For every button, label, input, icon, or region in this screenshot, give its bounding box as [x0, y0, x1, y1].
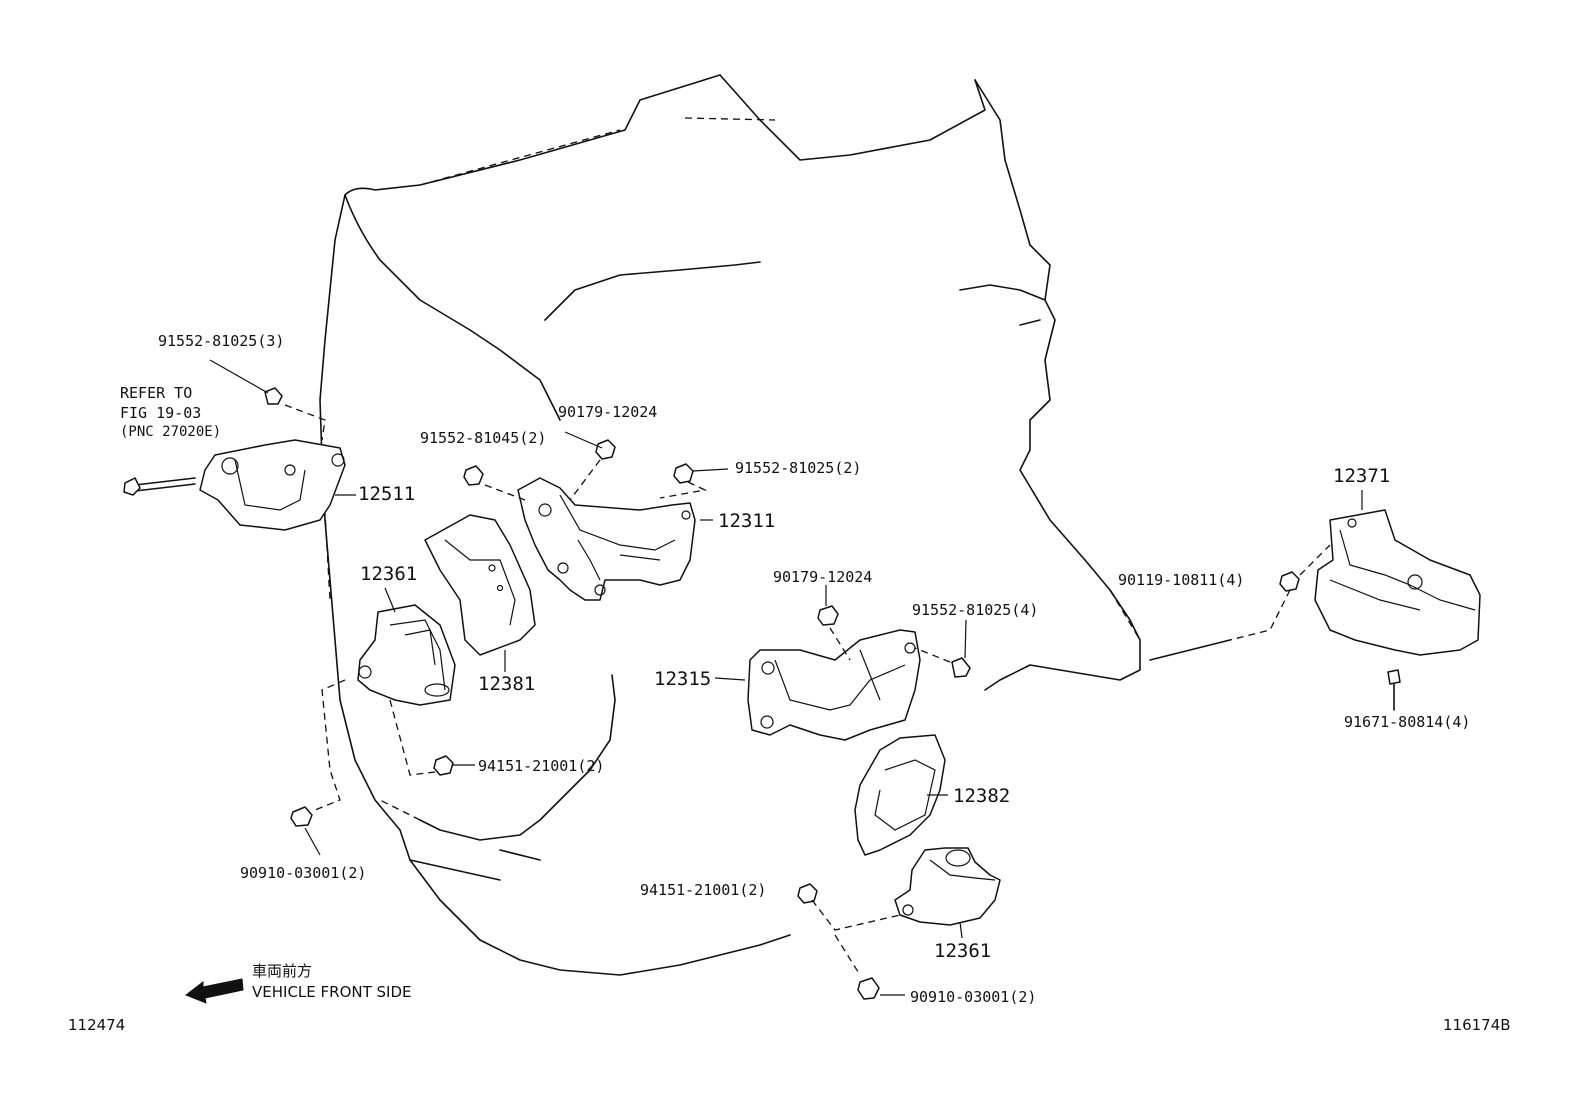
- label-90179-12024-mid: 90179-12024: [773, 568, 872, 586]
- bolt-91552-81025-2: [673, 463, 694, 484]
- direction-english: VEHICLE FRONT SIDE: [252, 983, 412, 1001]
- bolt-90119-10811: [1279, 571, 1300, 592]
- label-12511: 12511: [358, 483, 415, 505]
- label-12361-right: 12361: [934, 940, 991, 962]
- refer-note-line1: REFER TO: [120, 384, 192, 402]
- nut-90179-top: [595, 439, 616, 460]
- label-12382: 12382: [953, 785, 1010, 807]
- bracket-12311: [517, 477, 696, 601]
- bracket-12371: [1314, 509, 1481, 656]
- label-90910-03001-right: 90910-03001(2): [910, 988, 1036, 1006]
- label-90910-03001-left: 90910-03001(2): [240, 864, 366, 882]
- label-12311: 12311: [718, 510, 775, 532]
- mount-12361-right: [894, 847, 1001, 926]
- bolt-90910-right: [857, 977, 880, 1000]
- mount-12361-left: [357, 604, 456, 706]
- label-91671-80814-4: 91671-80814(4): [1344, 713, 1470, 731]
- bracket-12511: [199, 439, 346, 531]
- label-12315: 12315: [654, 668, 711, 690]
- direction-japanese: 車両前方: [252, 962, 312, 980]
- nut-94151-left: [433, 755, 454, 776]
- label-12361-left: 12361: [360, 563, 417, 585]
- bolt-91671-80814: [1387, 669, 1401, 711]
- nut-94151-right: [797, 883, 818, 904]
- bolt-91552-81025-3: [264, 387, 283, 405]
- footer-left-id: 112474: [68, 1016, 125, 1034]
- label-90179-12024-top: 90179-12024: [558, 403, 657, 421]
- engine-outline: [319, 74, 1141, 976]
- label-91552-81025-2: 91552-81025(2): [735, 459, 861, 477]
- bolt-91552-81025-4: [951, 657, 971, 678]
- bracket-12315: [747, 629, 921, 741]
- label-91552-81025-3: 91552-81025(3): [158, 332, 284, 350]
- bolt-long: [123, 477, 196, 496]
- label-91552-81025-4: 91552-81025(4): [912, 601, 1038, 619]
- label-94151-21001-right: 94151-21001(2): [640, 881, 766, 899]
- refer-note-line2: FIG 19-03: [120, 404, 201, 422]
- label-94151-21001-left: 94151-21001(2): [478, 757, 604, 775]
- label-12371: 12371: [1333, 465, 1390, 487]
- bolt-91552-81045: [463, 465, 484, 486]
- label-91552-81045-2: 91552-81045(2): [420, 429, 546, 447]
- label-12381: 12381: [478, 673, 535, 695]
- arrow-left-icon: [184, 978, 244, 1004]
- insulator-12382: [854, 734, 946, 856]
- insulator-12381: [424, 514, 536, 656]
- nut-90179-mid: [817, 605, 839, 626]
- refer-note-line3: (PNC 27020E): [120, 424, 221, 440]
- footer-right-id: 116174B: [1443, 1016, 1511, 1034]
- label-90119-10811-4: 90119-10811(4): [1118, 571, 1244, 589]
- bolt-90910-left: [290, 806, 313, 827]
